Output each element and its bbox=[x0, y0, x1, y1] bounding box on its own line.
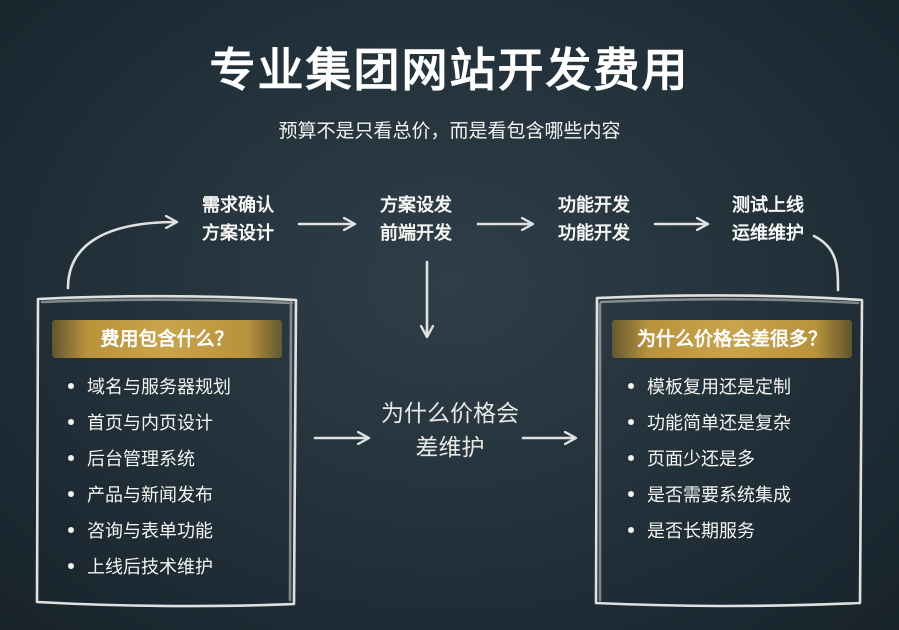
list-item: 功能简单还是复杂 bbox=[628, 406, 791, 442]
bullet-icon bbox=[68, 383, 74, 389]
bullet-icon bbox=[68, 455, 74, 461]
flow-step-4-line1: 测试上线 bbox=[732, 195, 804, 216]
bullet-icon bbox=[628, 419, 634, 425]
flow-step-2: 方案设发 前端开发 bbox=[358, 192, 474, 248]
flow-step-4: 测试上线 运维维护 bbox=[710, 192, 826, 248]
bullet-icon bbox=[628, 491, 634, 497]
list-item: 是否需要系统集成 bbox=[628, 478, 791, 514]
list-item: 模板复用还是定制 bbox=[628, 370, 791, 406]
left-panel-list: 域名与服务器规划 首页与内页设计 后台管理系统 产品与新闻发布 咨询与表单功能 … bbox=[68, 370, 231, 586]
bullet-icon bbox=[68, 527, 74, 533]
center-question-line1: 为什么价格会 bbox=[381, 401, 519, 427]
bullet-icon bbox=[628, 455, 634, 461]
bullet-icon bbox=[68, 419, 74, 425]
list-item: 是否长期服务 bbox=[628, 514, 791, 550]
flow-step-3-line1: 功能开发 bbox=[558, 195, 630, 216]
flow-step-1-line1: 需求确认 bbox=[202, 195, 274, 216]
bullet-icon bbox=[68, 491, 74, 497]
right-panel-list: 模板复用还是定制 功能简单还是复杂 页面少还是多 是否需要系统集成 是否长期服务 bbox=[628, 370, 791, 550]
center-question: 为什么价格会 差维护 bbox=[340, 397, 560, 465]
flow-step-3: 功能开发 功能开发 bbox=[536, 192, 652, 248]
flow-step-2-line2: 前端开发 bbox=[380, 223, 452, 244]
list-item: 后台管理系统 bbox=[68, 442, 231, 478]
left-panel-heading: 费用包含什么？ bbox=[52, 320, 282, 358]
left-panel-border bbox=[35, 294, 298, 608]
curve-line-right bbox=[812, 234, 840, 292]
flow-step-1-line2: 方案设计 bbox=[202, 223, 274, 244]
flow-step-3-line2: 功能开发 bbox=[558, 223, 630, 244]
bullet-icon bbox=[68, 563, 74, 569]
list-item: 咨询与表单功能 bbox=[68, 514, 231, 550]
center-question-line2: 差维护 bbox=[415, 435, 485, 461]
list-item: 首页与内页设计 bbox=[68, 406, 231, 442]
flow-step-2-line1: 方案设发 bbox=[380, 195, 452, 216]
page-title: 专业集团网站开发费用 bbox=[209, 43, 690, 97]
list-item: 上线后技术维护 bbox=[68, 550, 231, 586]
flow-step-4-line2: 运维维护 bbox=[732, 223, 804, 244]
right-panel-heading: 为什么价格会差很多？ bbox=[612, 320, 852, 358]
right-panel-border bbox=[594, 294, 864, 608]
page-subtitle: 预算不是只看总价，而是看包含哪些内容 bbox=[278, 120, 621, 142]
flow-step-1: 需求确认 方案设计 bbox=[180, 192, 296, 248]
list-item: 产品与新闻发布 bbox=[68, 478, 231, 514]
bullet-icon bbox=[628, 383, 634, 389]
curve-arrow-left bbox=[66, 222, 176, 290]
list-item: 页面少还是多 bbox=[628, 442, 791, 478]
bullet-icon bbox=[628, 527, 634, 533]
list-item: 域名与服务器规划 bbox=[68, 370, 231, 406]
